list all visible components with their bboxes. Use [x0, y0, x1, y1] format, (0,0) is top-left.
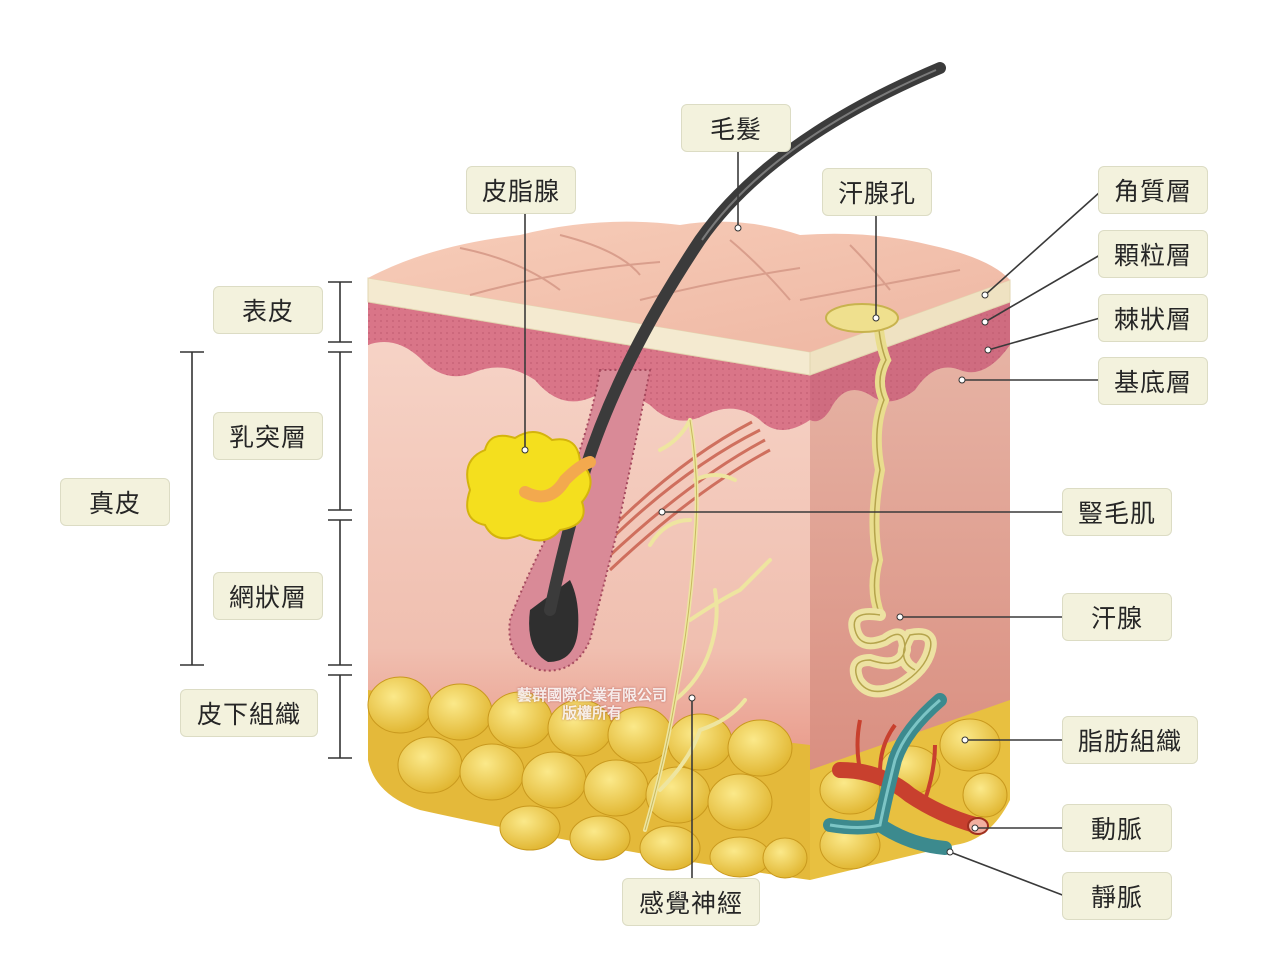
label-dermis: 真皮 — [60, 478, 170, 526]
capillaries — [855, 719, 937, 801]
label-sensory-nerve: 感覺神經 — [622, 878, 760, 926]
leader-lines — [524, 152, 1101, 897]
label-sweat-pore: 汗腺孔 — [822, 168, 932, 216]
label-stratum-granulosum: 顆粒層 — [1098, 230, 1208, 278]
sebaceous-gland — [466, 431, 592, 542]
artery-vessel — [832, 762, 983, 833]
layer-brackets — [180, 281, 352, 759]
label-epidermis: 表皮 — [213, 286, 323, 334]
label-arrector-pili: 豎毛肌 — [1062, 488, 1172, 536]
label-stratum-corneum: 角質層 — [1098, 166, 1208, 214]
label-stratum-basale: 基底層 — [1098, 357, 1208, 405]
sebaceous-duct — [519, 456, 596, 503]
label-subcutaneous-tissue: 皮下組織 — [180, 689, 318, 737]
sweat-pore-opening — [825, 303, 899, 333]
leader-line-dots — [521, 224, 992, 856]
front-fat-cells — [367, 676, 808, 879]
label-reticular-layer: 網狀層 — [213, 572, 323, 620]
label-vein: 靜脈 — [1062, 872, 1172, 920]
label-sweat-gland: 汗腺 — [1062, 593, 1172, 641]
label-sebaceous-gland: 皮脂腺 — [466, 166, 576, 214]
label-hair: 毛髮 — [681, 104, 791, 152]
label-artery: 動脈 — [1062, 804, 1172, 852]
artery-opening — [967, 817, 989, 835]
label-adipose-tissue: 脂肪組織 — [1062, 716, 1198, 764]
hair-bulb — [529, 580, 579, 662]
label-stratum-spinosum: 棘狀層 — [1098, 294, 1208, 342]
label-papillary-layer: 乳突層 — [213, 412, 323, 460]
